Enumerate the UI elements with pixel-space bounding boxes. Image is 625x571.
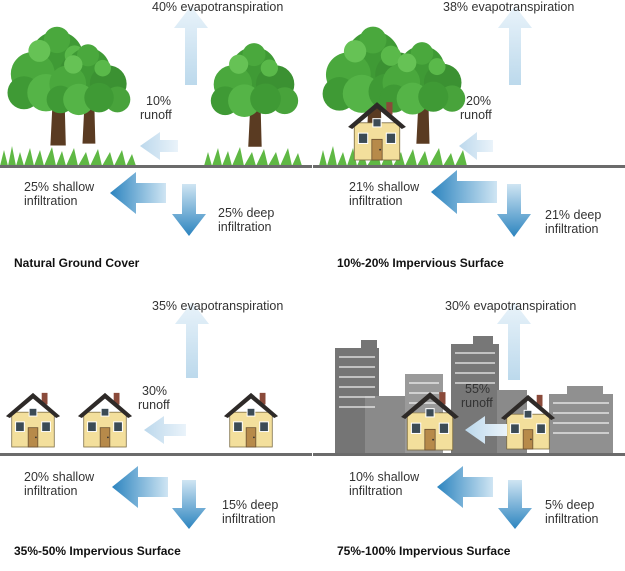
shallow-infiltration-arrow [437,466,493,508]
grass [204,147,302,166]
grass [0,146,136,166]
ground-line [313,453,625,456]
ground-line [313,165,625,168]
panel-illustration [313,302,625,529]
deep-infiltration-label: infiltration [545,222,599,236]
deep-infiltration-arrow [497,184,531,237]
runoff-percent-label: 30% [142,384,168,398]
evapotranspiration-label: 40% evapotranspiration [152,0,284,14]
evapotranspiration-label: 30% evapotranspiration [445,299,577,313]
evapotranspiration-label: 38% evapotranspiration [443,0,575,14]
runoff-percent-label: 20% [466,94,492,108]
runoff-arrow [459,132,493,160]
shallow-infiltration-percent-label: 25% shallow [24,180,95,194]
grass [319,146,467,166]
shallow-infiltration-label: infiltration [349,484,403,498]
deep-infiltration-percent-label: 5% deep [545,498,595,512]
evapotranspiration-arrow [174,6,208,85]
panel-35-50-impervious: 35% evapotranspiration 30% runoff 20% sh… [0,286,312,571]
evapotranspiration-arrow [498,6,532,85]
shallow-infiltration-percent-label: 21% shallow [349,180,420,194]
tree-illustration [7,26,299,147]
shallow-infiltration-arrow [112,466,168,508]
ground-line [0,165,312,168]
runoff-label: runoff [460,108,492,122]
panel-natural-ground-cover: 40% evapotranspiration 10% runoff 25% sh… [0,0,312,285]
shallow-infiltration-arrow [431,170,497,214]
ground-line [0,453,312,456]
shallow-infiltration-percent-label: 10% shallow [349,470,420,484]
deep-infiltration-label: infiltration [545,512,599,526]
runoff-percent-label: 55% [465,382,491,396]
panel-illustration [313,6,625,237]
deep-infiltration-arrow [172,480,206,529]
runoff-arrow [140,132,178,160]
shallow-infiltration-percent-label: 20% shallow [24,470,95,484]
panel-title: Natural Ground Cover [14,256,140,270]
deep-infiltration-arrow [172,184,206,236]
panel-illustration [0,302,312,529]
panel-illustration [0,6,312,236]
runoff-label: runoff [140,108,172,122]
shallow-infiltration-arrow [110,172,166,214]
evapotranspiration-arrow [497,302,531,380]
panel-title: 75%-100% Impervious Surface [337,544,511,558]
deep-infiltration-label: infiltration [222,512,276,526]
runoff-arrow [144,416,186,444]
deep-infiltration-percent-label: 25% deep [218,206,275,220]
panel-75-100-impervious: 30% evapotranspiration 55% runoff 10% sh… [313,286,625,571]
shallow-infiltration-label: infiltration [24,194,78,208]
deep-infiltration-label: infiltration [218,220,272,234]
evapotranspiration-label: 35% evapotranspiration [152,299,284,313]
runoff-label: runoff [461,396,493,410]
runoff-percent-label: 10% [146,94,172,108]
deep-infiltration-percent-label: 21% deep [545,208,602,222]
panel-10-20-impervious: 38% evapotranspiration 20% runoff 21% sh… [313,0,625,285]
panel-title: 35%-50% Impervious Surface [14,544,181,558]
shallow-infiltration-label: infiltration [24,484,78,498]
shallow-infiltration-label: infiltration [349,194,403,208]
evapotranspiration-arrow [175,302,209,378]
panel-title: 10%-20% Impervious Surface [337,256,504,270]
deep-infiltration-arrow [498,480,532,529]
runoff-arrow [465,416,507,444]
deep-infiltration-percent-label: 15% deep [222,498,279,512]
runoff-label: runoff [138,398,170,412]
